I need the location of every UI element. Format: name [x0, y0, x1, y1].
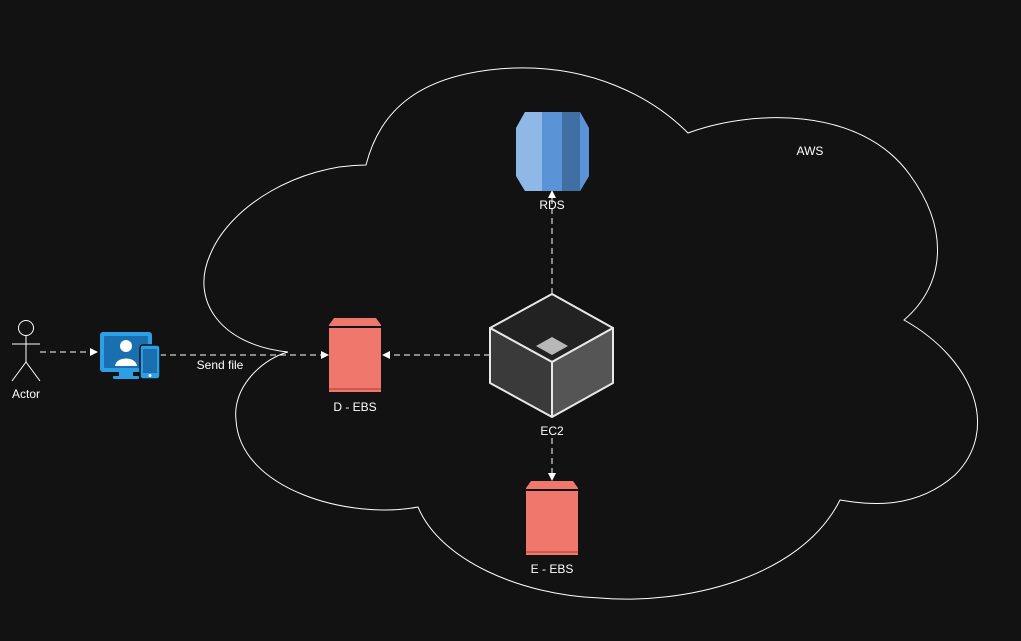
actor-label: Actor: [12, 387, 40, 401]
ec2-label: EC2: [540, 424, 564, 438]
aws-cloud-shape: [203, 67, 979, 600]
cloud-label: AWS: [797, 144, 824, 158]
ec2-server-cube-icon[interactable]: [489, 293, 614, 418]
rds-label: RDS: [539, 198, 564, 212]
e-ebs-storage-volume-icon[interactable]: [526, 481, 578, 555]
e-ebs-label: E - EBS: [531, 562, 574, 576]
desktop-mobile-device-icon[interactable]: [100, 332, 161, 380]
rds-database-icon[interactable]: [516, 112, 589, 191]
edge-label-send-file: Send file: [197, 358, 244, 372]
d-ebs-storage-volume-icon[interactable]: [329, 318, 381, 392]
d-ebs-label: D - EBS: [333, 400, 376, 414]
actor-icon[interactable]: [11, 320, 41, 382]
